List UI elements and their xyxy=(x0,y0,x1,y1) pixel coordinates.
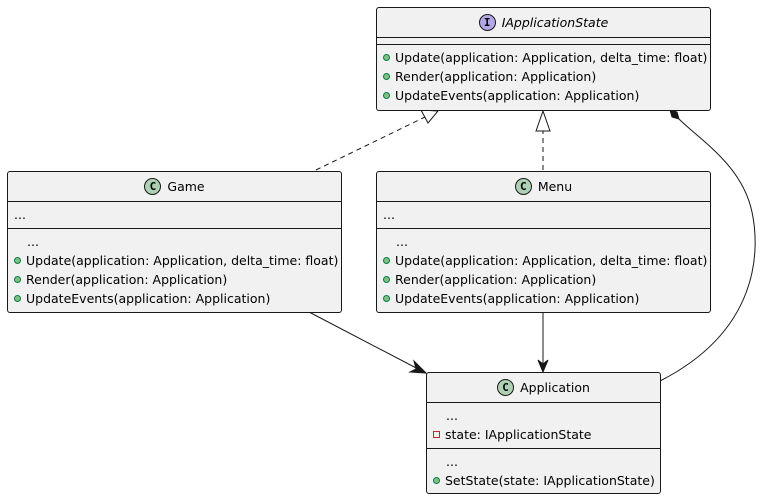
method-text: Render(application: Application) xyxy=(26,272,228,287)
class-icon: C xyxy=(144,178,162,195)
method-text: Update(application: Application, delta_t… xyxy=(26,253,339,268)
public-icon xyxy=(383,276,390,283)
field-row: ... xyxy=(427,406,660,425)
public-icon xyxy=(383,295,390,302)
interface-methods: Update(application: Application, delta_t… xyxy=(377,45,710,109)
method-row: ... xyxy=(377,232,710,251)
class-fields: ... xyxy=(377,202,710,229)
method-text: UpdateEvents(application: Application) xyxy=(395,88,640,103)
method-text: Update(application: Application, delta_t… xyxy=(395,50,708,65)
class-game: C Game ... ... Update(application: Appli… xyxy=(7,171,342,313)
method-text: ... xyxy=(27,234,39,249)
method-row: UpdateEvents(application: Application) xyxy=(377,86,710,105)
class-methods: ... SetState(state: IApplicationState) xyxy=(427,449,660,494)
private-icon xyxy=(433,431,440,438)
class-fields: ... state: IApplicationState xyxy=(427,403,660,449)
class-fields: ... xyxy=(8,202,341,229)
interface-header: I IApplicationState xyxy=(377,8,710,38)
public-icon xyxy=(383,54,390,61)
method-text: Render(application: Application) xyxy=(395,69,597,84)
method-row: Update(application: Application, delta_t… xyxy=(8,251,341,270)
class-application: C Application ... state: IApplicationSta… xyxy=(426,372,661,494)
method-row: Render(application: Application) xyxy=(377,270,710,289)
class-name: Application xyxy=(520,380,590,395)
public-icon xyxy=(14,295,21,302)
method-text: Update(application: Application, delta_t… xyxy=(395,253,708,268)
method-row: ... xyxy=(427,452,660,471)
method-row: Render(application: Application) xyxy=(377,67,710,86)
method-text: ... xyxy=(396,234,408,249)
class-menu: C Menu ... ... Update(application: Appli… xyxy=(376,171,711,313)
realization-edge-game xyxy=(315,116,426,171)
method-row: ... xyxy=(8,232,341,251)
public-icon xyxy=(14,276,21,283)
method-row: Update(application: Application, delta_t… xyxy=(377,48,710,67)
class-header: C Game xyxy=(8,172,341,202)
method-text: UpdateEvents(application: Application) xyxy=(395,291,640,306)
method-text: ... xyxy=(446,454,458,469)
association-arrowhead-menu xyxy=(537,359,549,374)
class-name: Menu xyxy=(537,179,573,194)
method-row: SetState(state: IApplicationState) xyxy=(427,471,660,490)
field-text: ... xyxy=(446,408,458,423)
class-methods: ... Update(application: Application, del… xyxy=(8,229,341,312)
public-icon xyxy=(433,477,440,484)
method-row: UpdateEvents(application: Application) xyxy=(377,289,710,308)
realization-arrowhead-menu xyxy=(535,109,551,132)
interface-iapplicationstate: I IApplicationState Update(application: … xyxy=(376,7,711,111)
field-row: ... xyxy=(8,205,341,224)
method-text: SetState(state: IApplicationState) xyxy=(445,473,655,488)
class-header: C Menu xyxy=(377,172,710,202)
field-text: ... xyxy=(14,207,26,222)
interface-icon: I xyxy=(478,14,496,31)
class-header: C Application xyxy=(427,373,660,403)
field-text: state: IApplicationState xyxy=(445,427,592,442)
method-row: Update(application: Application, delta_t… xyxy=(377,251,710,270)
method-row: Render(application: Application) xyxy=(8,270,341,289)
interface-fields xyxy=(377,38,710,45)
realization-arrowhead-game xyxy=(420,109,440,124)
composition-edge xyxy=(659,118,756,382)
association-arrowhead-game xyxy=(408,359,428,374)
public-icon xyxy=(383,92,390,99)
class-methods: ... Update(application: Application, del… xyxy=(377,229,710,312)
public-icon xyxy=(383,73,390,80)
composition-diamond xyxy=(669,109,680,120)
method-text: UpdateEvents(application: Application) xyxy=(26,291,271,306)
class-icon: C xyxy=(514,178,532,195)
method-row: UpdateEvents(application: Application) xyxy=(8,289,341,308)
interface-name: IApplicationState xyxy=(501,15,609,30)
association-edge-game xyxy=(308,311,421,371)
class-icon: C xyxy=(497,379,515,396)
field-row: state: IApplicationState xyxy=(427,425,660,444)
field-text: ... xyxy=(383,207,395,222)
field-row: ... xyxy=(377,205,710,224)
class-name: Game xyxy=(167,179,205,194)
public-icon xyxy=(383,257,390,264)
public-icon xyxy=(14,257,21,264)
method-text: Render(application: Application) xyxy=(395,272,597,287)
